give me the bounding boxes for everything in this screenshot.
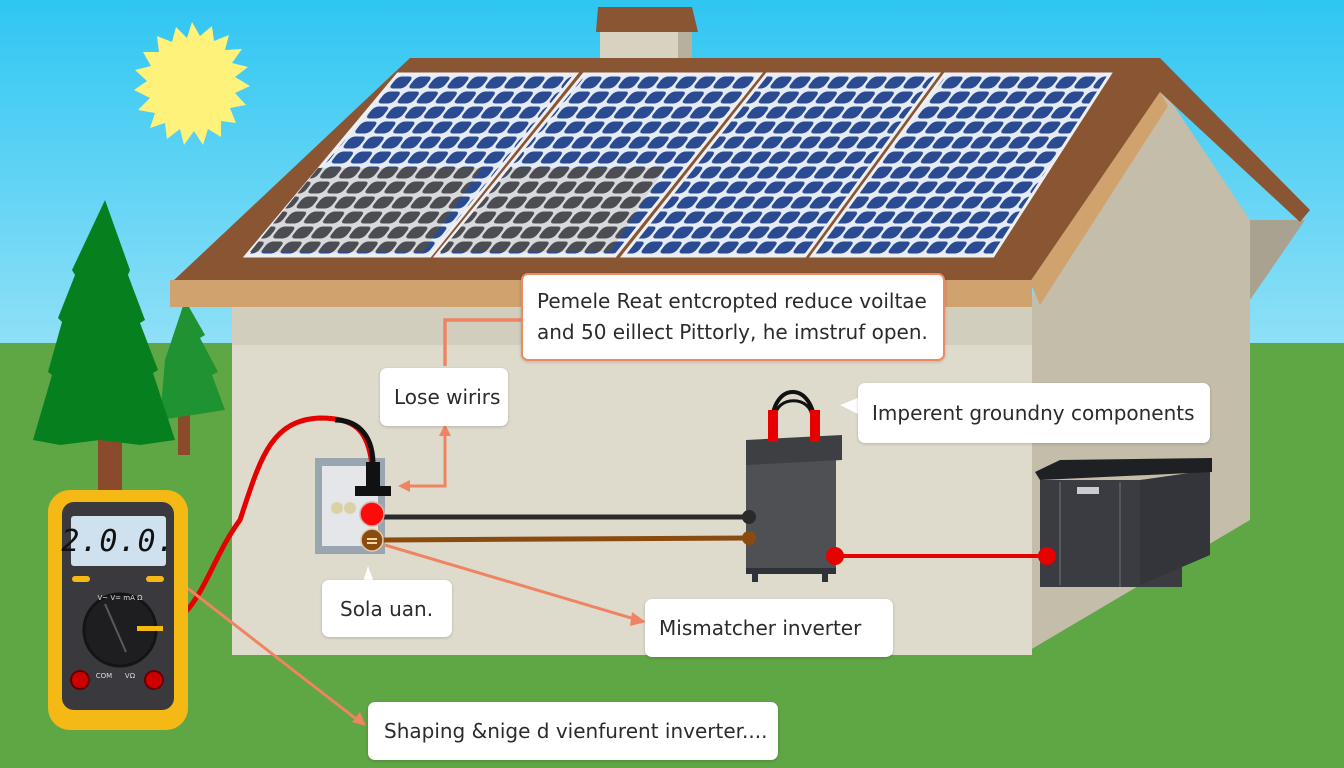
connector-top-note <box>443 318 522 366</box>
callout-solar: Sola uan. <box>322 580 452 637</box>
callout-bottom-note: Shaping &nige d vienfurent inverter.... <box>368 702 778 760</box>
sun-icon <box>134 22 250 145</box>
svg-text:V~ V= mA Ω: V~ V= mA Ω <box>98 594 144 602</box>
solar-panel-4 <box>809 72 1113 258</box>
callout-top-note-line2: and 50 eillect Pittorly, he imstruf open… <box>537 320 928 344</box>
solar-panels <box>242 72 1113 258</box>
tree-small <box>160 300 225 455</box>
chimney <box>596 7 698 65</box>
wire-brown <box>374 535 751 543</box>
callout-top-note: Pemele Reat entcropted reduce voiltae an… <box>521 273 945 361</box>
callout-mismatched-inverter: Mismatcher inverter <box>645 599 893 657</box>
callout-top-note-line1: Pemele Reat entcropted reduce voiltae <box>537 289 927 313</box>
connector-bottom-note <box>176 578 361 724</box>
solar-panel-3 <box>619 72 941 258</box>
battery <box>1035 458 1212 587</box>
probe-jack-left <box>70 670 90 690</box>
connector-loose-wires <box>405 430 447 488</box>
multimeter-display: 2.0.0. <box>61 516 175 566</box>
terminal-red <box>359 501 385 527</box>
tree-large <box>33 200 175 495</box>
house-gable-shadow <box>1250 220 1305 300</box>
callout-grounding: Imperent groundny components <box>858 383 1210 443</box>
probe-jack-right <box>144 670 164 690</box>
roof-trim-right <box>1030 92 1168 305</box>
callout-loose-wires: Lose wirirs <box>380 368 508 426</box>
inverter <box>742 390 842 582</box>
svg-text:COM: COM <box>96 672 112 680</box>
svg-text:VΩ: VΩ <box>125 672 136 680</box>
connector-mismatched-inverter <box>384 543 639 622</box>
